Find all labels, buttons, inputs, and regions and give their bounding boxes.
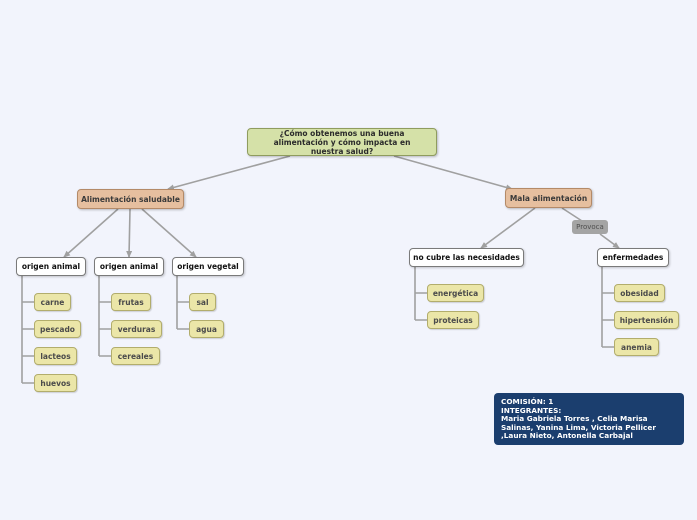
leaf-obesidad[interactable]: obesidad	[614, 284, 665, 302]
link-saludable-sub1	[63, 208, 119, 258]
link-root-saludable	[167, 155, 291, 191]
tree-enfermedades	[601, 267, 614, 348]
credits-integrantes-label: INTEGRANTES:	[501, 405, 562, 415]
subtopic-enfermedades[interactable]: enfermedades	[597, 248, 669, 267]
root-topic-text: ¿Cómo obtenemos una buena alimentación y…	[273, 128, 411, 156]
root-topic[interactable]: ¿Cómo obtenemos una buena alimentación y…	[247, 128, 437, 156]
leaf-lacteos[interactable]: lacteos	[34, 347, 77, 365]
subtopic-origen-animal-2[interactable]: origen animal	[94, 257, 164, 276]
tree-origen-animal-2	[98, 276, 111, 357]
topic-text: Alimentación saludable	[81, 194, 180, 204]
tree-origen-vegetal	[176, 276, 189, 330]
leaf-cereales[interactable]: cereales	[111, 347, 160, 365]
link-label-provoca[interactable]: Provoca	[572, 220, 608, 234]
credits-members: Maria Gabriela Torres , Celia Marisa Sal…	[501, 414, 656, 441]
leaf-huevos[interactable]: huevos	[34, 374, 77, 392]
leaf-pescado[interactable]: pescado	[34, 320, 81, 338]
link-mala-provoca	[561, 207, 583, 222]
subtopic-no-cubre-necesidades[interactable]: no cubre las necesidades	[409, 248, 524, 267]
link-root-mala	[393, 155, 513, 191]
subtopic-origen-vegetal[interactable]: origen vegetal	[172, 257, 244, 276]
leaf-proteicas[interactable]: proteicas	[427, 311, 479, 329]
tree-necesidades	[414, 267, 427, 321]
link-saludable-sub3	[141, 208, 197, 258]
leaf-energetica[interactable]: energética	[427, 284, 484, 302]
credits-comision: COMISIÓN: 1	[501, 397, 554, 406]
leaf-anemia[interactable]: anemia	[614, 338, 659, 356]
topic-mala-alimentacion[interactable]: Mala alimentación	[505, 188, 592, 208]
link-mala-sub1	[480, 207, 536, 249]
link-provoca-sub2	[599, 233, 620, 249]
leaf-frutas[interactable]: frutas	[111, 293, 151, 311]
credits-box[interactable]: COMISIÓN: 1 INTEGRANTES: Maria Gabriela …	[494, 393, 684, 445]
leaf-carne[interactable]: carne	[34, 293, 71, 311]
leaf-sal[interactable]: sal	[189, 293, 216, 311]
link-saludable-sub2	[126, 208, 133, 258]
leaf-agua[interactable]: agua	[189, 320, 224, 338]
subtopic-origen-animal-1[interactable]: origen animal	[16, 257, 86, 276]
leaf-hipertension[interactable]: hipertensión	[614, 311, 679, 329]
leaf-verduras[interactable]: verduras	[111, 320, 162, 338]
topic-alimentacion-saludable[interactable]: Alimentación saludable	[77, 189, 184, 209]
topic-text: Mala alimentación	[509, 193, 588, 203]
tree-origen-animal-1	[21, 276, 34, 384]
